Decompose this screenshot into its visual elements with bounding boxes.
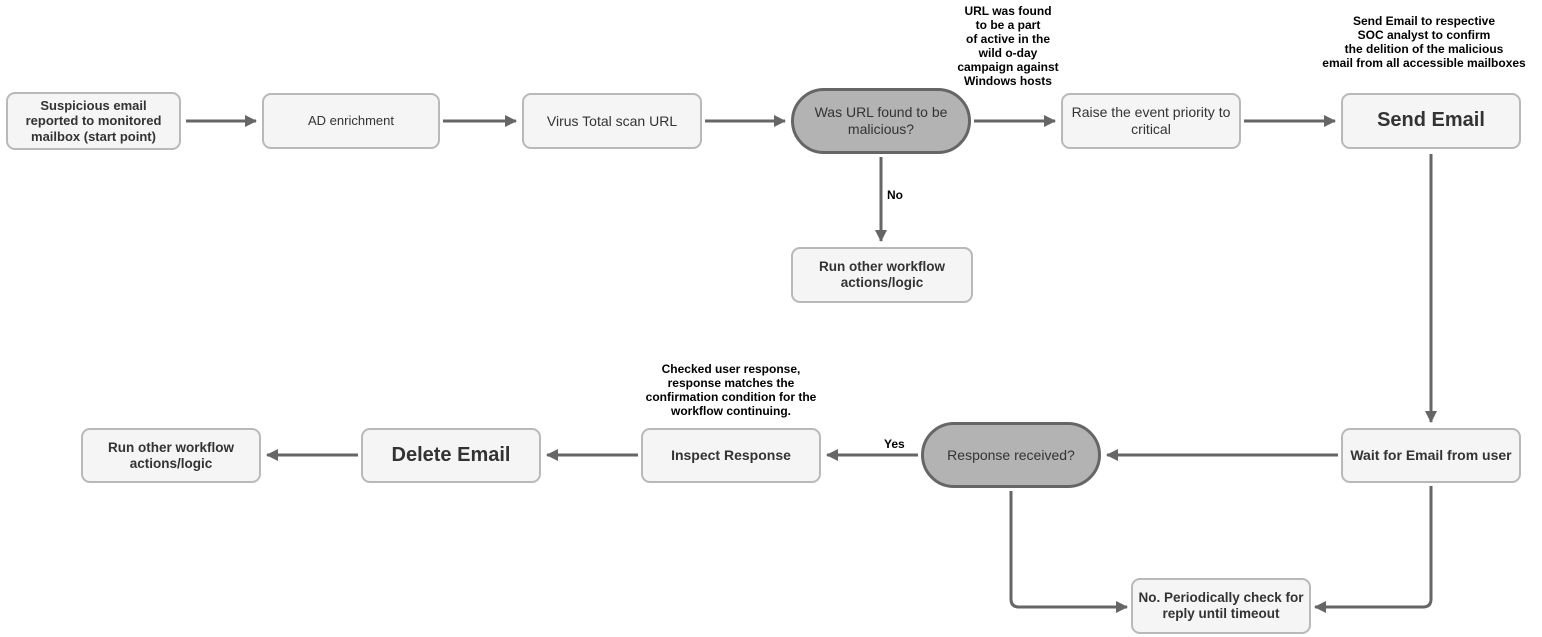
node-run-other-workflow-top: Run other workflow actions/logic: [791, 247, 973, 303]
node-run-other-workflow-bottom: Run other workflow actions/logic: [81, 428, 261, 483]
connector-response-to-periodic: [1009, 491, 1128, 613]
annotation-inspect-note: Checked user response, response matches …: [645, 362, 817, 418]
node-virus-total-scan: Virus Total scan URL: [522, 93, 702, 149]
node-decision-response-received: Response received?: [921, 422, 1101, 488]
node-wait-for-email: Wait for Email from user: [1341, 428, 1521, 483]
node-inspect-response: Inspect Response: [641, 428, 821, 483]
node-start: Suspicious email reported to monitored m…: [6, 92, 181, 150]
node-raise-priority: Raise the event priority to critical: [1061, 93, 1241, 149]
node-decision-url-malicious: Was URL found to be malicious?: [791, 88, 971, 154]
node-send-email: Send Email: [1341, 93, 1521, 149]
edge-label-no: No: [887, 188, 903, 202]
node-periodic-check: No. Periodically check for reply until t…: [1131, 578, 1311, 634]
annotation-url-campaign: URL was found to be a part of active in …: [957, 4, 1059, 88]
node-ad-enrichment: AD enrichment: [262, 93, 440, 149]
edge-label-yes: Yes: [884, 437, 905, 451]
node-delete-email: Delete Email: [361, 428, 541, 483]
connector-wait-to-periodic: [1314, 486, 1433, 613]
annotation-send-email-note: Send Email to respective SOC analyst to …: [1322, 14, 1526, 70]
